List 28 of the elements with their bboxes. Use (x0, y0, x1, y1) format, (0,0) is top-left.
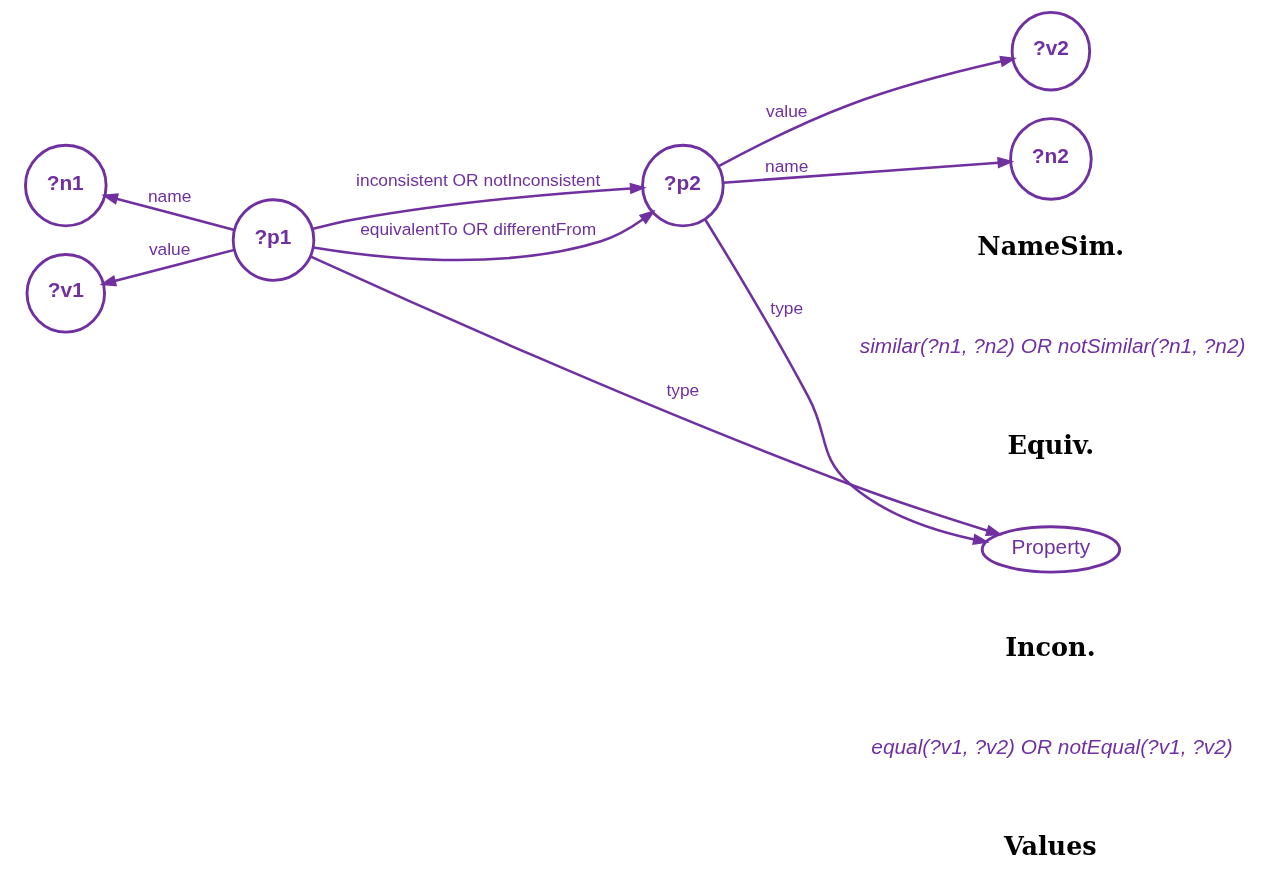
label: Equiv. (1007, 429, 1095, 460)
edge-label: type (770, 298, 804, 319)
edge-label: type (666, 380, 700, 401)
arrow (309, 255, 1003, 536)
arrow (723, 156, 1015, 184)
edge-label: equivalentTo OR differentFrom (360, 219, 597, 240)
edge-label: inconsistent OR notInconsistent (356, 169, 601, 190)
arrow (99, 248, 235, 287)
node-circle: ?p1 (231, 198, 316, 282)
label: equal(?v1, ?v2) OR notEqual(?v1, ?v2) (871, 734, 1233, 758)
label: similar(?n1, ?n2) OR notSimilar(?n1, ?n2) (859, 333, 1246, 357)
label: NameSim. (977, 230, 1125, 261)
node-circle: ?v1 (25, 253, 106, 334)
edge-label: value (148, 239, 191, 260)
arrow (101, 193, 235, 232)
node-circle: ?p2 (641, 143, 725, 228)
arrow (313, 209, 656, 262)
edge-label: name (765, 155, 809, 176)
label: Values (1003, 830, 1097, 861)
node-circle: ?n1 (24, 143, 108, 228)
arrow (717, 55, 1017, 168)
node-circle: ?n2 (1009, 117, 1093, 201)
arrow (703, 218, 990, 546)
arrow (311, 182, 647, 231)
label: Incon. (1005, 631, 1096, 662)
edge-label: value (765, 101, 808, 122)
node-circle: ?v2 (1010, 10, 1092, 92)
edge-label: name (147, 185, 192, 206)
